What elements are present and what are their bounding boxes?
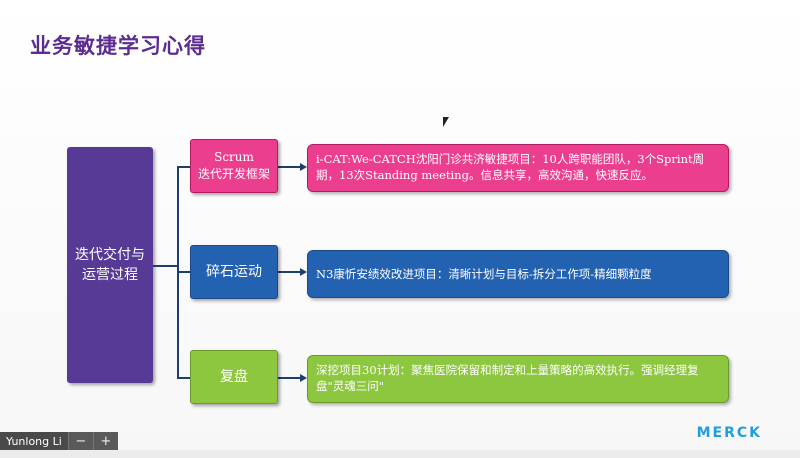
arrow-head-scrum [300,163,307,171]
main-process-box: 迭代交付与运营过程 [67,147,153,383]
main-process-label: 迭代交付与运营过程 [75,247,145,283]
slide-title: 业务敏捷学习心得 [30,34,206,58]
arrow-head-review [300,374,307,382]
merck-logo: MERCK [696,425,762,441]
category-rock-movement: 碎石运动 [190,245,278,299]
connector-branch-rock [177,271,190,273]
arrow-head-rock [300,268,307,276]
category-review-label: 复盘 [220,368,248,385]
description-rock-movement: N3康忻安绩效改进项目：清晰计划与目标-拆分工作项-精细颗粒度 [307,250,729,298]
arrow-line-review [278,377,302,379]
description-review: 深挖项目30计划：聚焦医院保留和制定和上量策略的高效执行。强调经理复盘"灵魂三问… [307,355,729,403]
connector-branch-scrum [177,166,190,168]
zoom-out-button[interactable]: − [67,432,93,450]
arrow-line-scrum [278,166,302,168]
category-scrum: Scrum 迭代开发框架 [190,139,278,193]
zoom-in-button[interactable]: + [92,432,118,450]
category-scrum-line1: Scrum [214,150,254,164]
connector-stem [153,265,178,267]
connector-branch-review [177,377,190,379]
arrow-line-rock [278,271,302,273]
mouse-cursor-icon [443,117,449,127]
description-scrum: i-CAT:We-CATCH沈阳门诊共济敏捷项目：10人跨职能团队，3个Spri… [307,144,729,192]
category-scrum-line2: 迭代开发框架 [197,167,270,181]
category-rock-label: 碎石运动 [206,263,262,280]
category-review: 复盘 [190,350,278,404]
participant-name: Yunlong Li [0,432,68,450]
participant-bar: Yunlong Li − + [0,432,118,450]
